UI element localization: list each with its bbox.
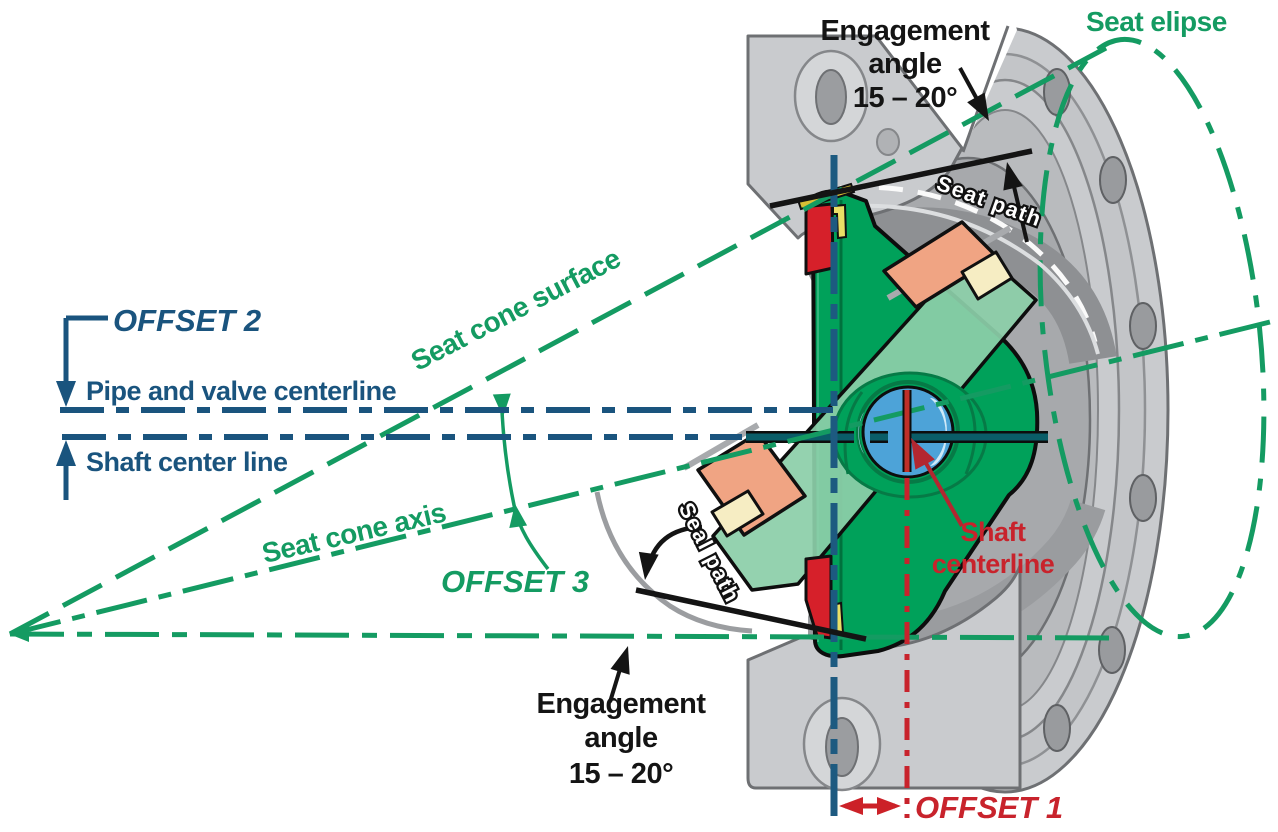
hub-gusset-left xyxy=(843,391,864,475)
engagement-tangent-top xyxy=(769,148,1033,209)
laminate-wedge-bottom xyxy=(710,489,765,538)
seal-path-arc xyxy=(594,491,753,634)
offset1-arrowhead-left xyxy=(839,797,863,815)
seal-path-arrowhead xyxy=(638,551,659,580)
top-bolt-hole xyxy=(815,69,847,125)
bottom-bolt-hole xyxy=(825,717,859,777)
engagement-angle-top-label-3: 15 – 20° xyxy=(853,82,957,114)
seat-cone-surface-line xyxy=(8,45,1108,637)
seat-path-arc-solid xyxy=(853,203,1100,355)
bolt-hole xyxy=(1099,156,1127,204)
engagement-tangent-bottom xyxy=(635,587,867,642)
offset3-arrowhead-down xyxy=(492,393,511,417)
engagement-top-arrowhead xyxy=(967,92,989,121)
bolt-hole xyxy=(1129,302,1157,350)
offset3-label: OFFSET 3 xyxy=(441,564,589,599)
laminate-wedge-top xyxy=(960,250,1014,301)
annotation-lines xyxy=(8,45,1278,818)
bolt-hole xyxy=(1098,626,1126,674)
cone-lower-line xyxy=(9,631,1119,641)
engagement-angle-top-label-1: Engagement xyxy=(820,15,990,47)
offset2-label: OFFSET 2 xyxy=(113,303,261,338)
seat-cone-axis-line xyxy=(9,317,1278,637)
seat-mating-strip-bottom xyxy=(682,422,760,471)
offset3-arrowhead-up xyxy=(509,504,528,529)
shaft-centerline-arrowhead xyxy=(911,438,935,470)
seat-elipse-label: Seat elipse xyxy=(1086,6,1227,37)
seal-clamp-top xyxy=(832,203,848,240)
seat-path-arrow-line xyxy=(1010,177,1029,243)
shaft-centerline-label-2: centerline xyxy=(932,549,1055,579)
shaft-bore-crescent-right xyxy=(930,398,947,466)
seat-path-arrowhead xyxy=(1003,162,1023,191)
seat-cone-axis-label: Seat cone axis xyxy=(259,497,449,569)
cone-apex-arrowhead xyxy=(9,626,29,642)
pipe-valve-centerline-label: Pipe and valve centerline xyxy=(86,376,397,406)
bolt-hole xyxy=(1043,704,1071,752)
offset3-dimension-curve xyxy=(500,411,550,571)
bolt-hole xyxy=(1129,474,1157,522)
seat-ring-top xyxy=(804,202,835,276)
engagement-angle-top-label-2: angle xyxy=(868,48,942,80)
shaft-center-line-label: Shaft center line xyxy=(86,447,288,477)
engagement-bottom-arrowhead xyxy=(610,646,630,675)
engagement-angle-bottom-label-2: angle xyxy=(584,722,658,754)
offset1-label: OFFSET 1 xyxy=(915,790,1063,825)
neck-gap-cutout xyxy=(868,20,1017,152)
neck-drill-hole xyxy=(876,128,900,156)
shaft-centerline-arrowhead-up xyxy=(56,440,76,466)
shaft-centerline-label-1: Shaft xyxy=(961,517,1027,547)
seat-ring-bottom xyxy=(804,554,833,640)
engagement-angle-bottom-label-3: 15 – 20° xyxy=(569,758,673,790)
engagement-angle-bottom-label-1: Engagement xyxy=(536,688,706,720)
offset2-arrowhead-down xyxy=(56,381,76,407)
shaft-centerline-arrow-line xyxy=(921,457,964,527)
seat-path-arc-dashed xyxy=(839,184,1098,343)
offset1-arrowhead-right xyxy=(877,797,901,815)
flange-neck-edge xyxy=(961,25,1010,153)
